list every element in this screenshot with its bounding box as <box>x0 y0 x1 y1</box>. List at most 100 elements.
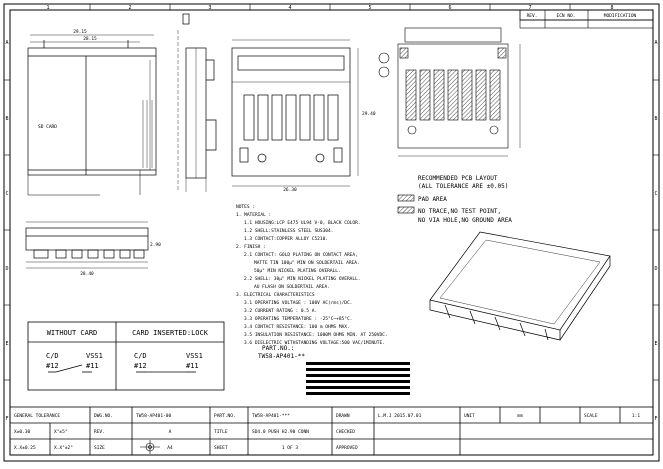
scale-label: SCALE <box>584 413 598 419</box>
note-line-7: MATTE TIN 100μ" MIN ON SOLDERTAIL AREA. <box>254 260 360 266</box>
note-line-13: 3.2 CURRENT RATING : 0.5 A. <box>244 308 317 314</box>
title-label: TITLE <box>214 429 228 435</box>
part-no-label: PART.NO. <box>214 413 236 419</box>
isometric-view <box>429 231 611 341</box>
keepout-swatch <box>397 206 415 214</box>
rev-value: A <box>169 429 172 435</box>
tol-x: X±0.30 <box>14 429 31 435</box>
front-view <box>25 221 149 269</box>
note-line-16: 3.5 INSULATION RESISTANCE: 1000M OHMS MI… <box>244 332 388 338</box>
checked-label: CHECKED <box>336 429 355 435</box>
revision-block: REV. ECN NO. MODIFICATION <box>519 9 654 29</box>
bottom-view-width-dim: 26.30 <box>283 187 297 193</box>
zone-label-top-2: 2 <box>128 5 131 11</box>
top-view-width-dim: 29.15 <box>73 29 87 35</box>
general-tolerance-label: GENERAL TOLERANCE <box>14 413 60 419</box>
zone-ticks <box>4 4 659 381</box>
projection-symbol <box>140 440 160 454</box>
ecn-header: ECN NO. <box>557 13 576 19</box>
note-line-14: 3.3 OPERATING TEMPERATURE : -25°C~+85°C. <box>244 316 352 322</box>
left-cd-pin: #12 <box>46 362 59 370</box>
pcb-layout-tolerance: (ALL TOLERANCE ARE ±0.05) <box>418 183 508 190</box>
title-block <box>9 406 654 456</box>
switch-table <box>27 321 225 391</box>
unit-label: UNIT <box>464 413 475 419</box>
pad-area-label: PAD AREA <box>418 196 447 203</box>
note-line-1: 1. MATERIAL : <box>236 212 271 218</box>
modification-header: MODIFICATION <box>604 13 637 19</box>
zone-label-side-f: F <box>5 416 8 422</box>
right-cd-pin: #12 <box>134 362 147 370</box>
side-view <box>177 13 217 192</box>
rev-header: REV. <box>527 13 538 19</box>
sheet-label: SHEET <box>214 445 228 451</box>
pad-area-swatch <box>397 194 415 202</box>
keepout-label-2: NO VIA HOLE,NO GROUND AREA <box>418 217 512 224</box>
ang-1: X°±5° <box>54 429 68 435</box>
top-view-card-label: SD CARD <box>38 124 57 130</box>
drawn-label: DRAWN <box>336 413 350 419</box>
approved-label: APPROVED <box>336 445 358 451</box>
pcb-layout-title: RECOMMENDED PCB LAYOUT <box>418 175 498 182</box>
part-no-value: TW58-AP401-*** <box>252 413 290 419</box>
pcb-layout <box>378 27 521 157</box>
zone-label-side-b: B <box>5 116 8 122</box>
notes-block: NOTES : 1. MATERIAL : 1.1 HOUSING:LCP E4… <box>236 204 388 346</box>
right-cd-label: C/D <box>134 352 147 360</box>
zone-label-side-e: E <box>5 341 8 347</box>
front-view-width-dim: 28.40 <box>80 271 94 277</box>
outer-border <box>3 3 660 462</box>
scale-value: 1:1 <box>632 413 640 419</box>
top-view-sub-dim: 28.15 <box>83 36 97 42</box>
note-line-5: 2. FINISH : <box>236 244 266 250</box>
tol-xx: X.X±0.25 <box>14 445 36 451</box>
zone-label-right-f: F <box>654 416 657 422</box>
note-line-3: 1.2 SHELL:STAINLESS STEEL SUS304. <box>244 228 333 234</box>
notes-title: NOTES : <box>236 204 255 210</box>
zone-label-top-1: 1 <box>46 5 49 11</box>
title-value: SD4.0 PUSH H2.90 CONN <box>252 429 309 435</box>
zone-label-top-8: 8 <box>610 5 613 11</box>
zone-label-right-c: C <box>654 191 657 197</box>
zone-label-top-5: 5 <box>368 5 371 11</box>
bottom-view <box>231 39 359 187</box>
part-callout-label: PART.NO.: <box>262 345 295 352</box>
drawn-value: L.M.J 2015.07.01 <box>378 413 422 419</box>
note-line-6: 2.1 CONTACT: GOLD PLATING ON CONTACT ARE… <box>244 252 358 258</box>
note-line-17: 3.6 DIELECTRIC WITHSTANDING VOLTAGE:500 … <box>244 340 385 346</box>
pcb-legend: PAD AREA NO TRACE,NO TEST POINT, NO VIA … <box>397 194 512 224</box>
without-card-header: WITHOUT CARD <box>47 329 98 337</box>
title-block-text: GENERAL TOLERANCE X±0.30 X.X±0.25 X°±5° … <box>14 413 640 451</box>
switch-table-text: WITHOUT CARD CARD INSERTED:LOCK C/D #12 … <box>46 329 209 370</box>
front-view-height-dim: 2.90 <box>150 242 161 248</box>
left-cd-label: C/D <box>46 352 59 360</box>
rev-label: REV. <box>94 429 105 435</box>
note-line-10: AU FLASH ON SOLDERTAIL AREA. <box>254 284 330 290</box>
zone-label-top-6: 6 <box>448 5 451 11</box>
note-line-9: 2.2 SHELL: 30μ" MIN NICKEL PLATING OVERA… <box>244 276 361 282</box>
zone-label-side-a: A <box>5 40 8 46</box>
part-number-barcode <box>306 362 410 395</box>
zone-labels: 1 2 3 4 5 6 7 8 A B C D E F A B C D E F <box>5 5 657 422</box>
dwg-no-label: DWG.NO. <box>94 413 113 419</box>
top-view <box>27 34 157 196</box>
zone-label-top-3: 3 <box>208 5 211 11</box>
zone-label-side-c: C <box>5 191 8 197</box>
keepout-label-1: NO TRACE,NO TEST POINT, <box>418 208 501 215</box>
zone-label-right-b: B <box>654 116 657 122</box>
card-inserted-header: CARD INSERTED:LOCK <box>132 329 209 337</box>
left-vss-pin: #11 <box>86 362 99 370</box>
note-line-2: 1.1 HOUSING:LCP E475 UL94 V-0, BLACK COL… <box>244 220 361 226</box>
note-line-8: 50μ" MIN NICKEL PLATING OVERALL. <box>254 268 341 274</box>
size-label: SIZE <box>94 445 105 451</box>
zone-label-top-4: 4 <box>288 5 291 11</box>
note-line-4: 1.3 CONTACT:COPPER ALLOY C5210. <box>244 236 328 242</box>
part-callout-value: TW58-AP401-** <box>258 353 305 360</box>
bottom-view-height-dim: 29.40 <box>362 111 376 117</box>
right-vss-pin: #11 <box>186 362 199 370</box>
note-line-11: 3. ELECTRICAL CHARACTERISTICS <box>236 292 315 298</box>
unit-value: mm <box>517 414 523 419</box>
right-vss-label: VSS1 <box>186 352 203 360</box>
